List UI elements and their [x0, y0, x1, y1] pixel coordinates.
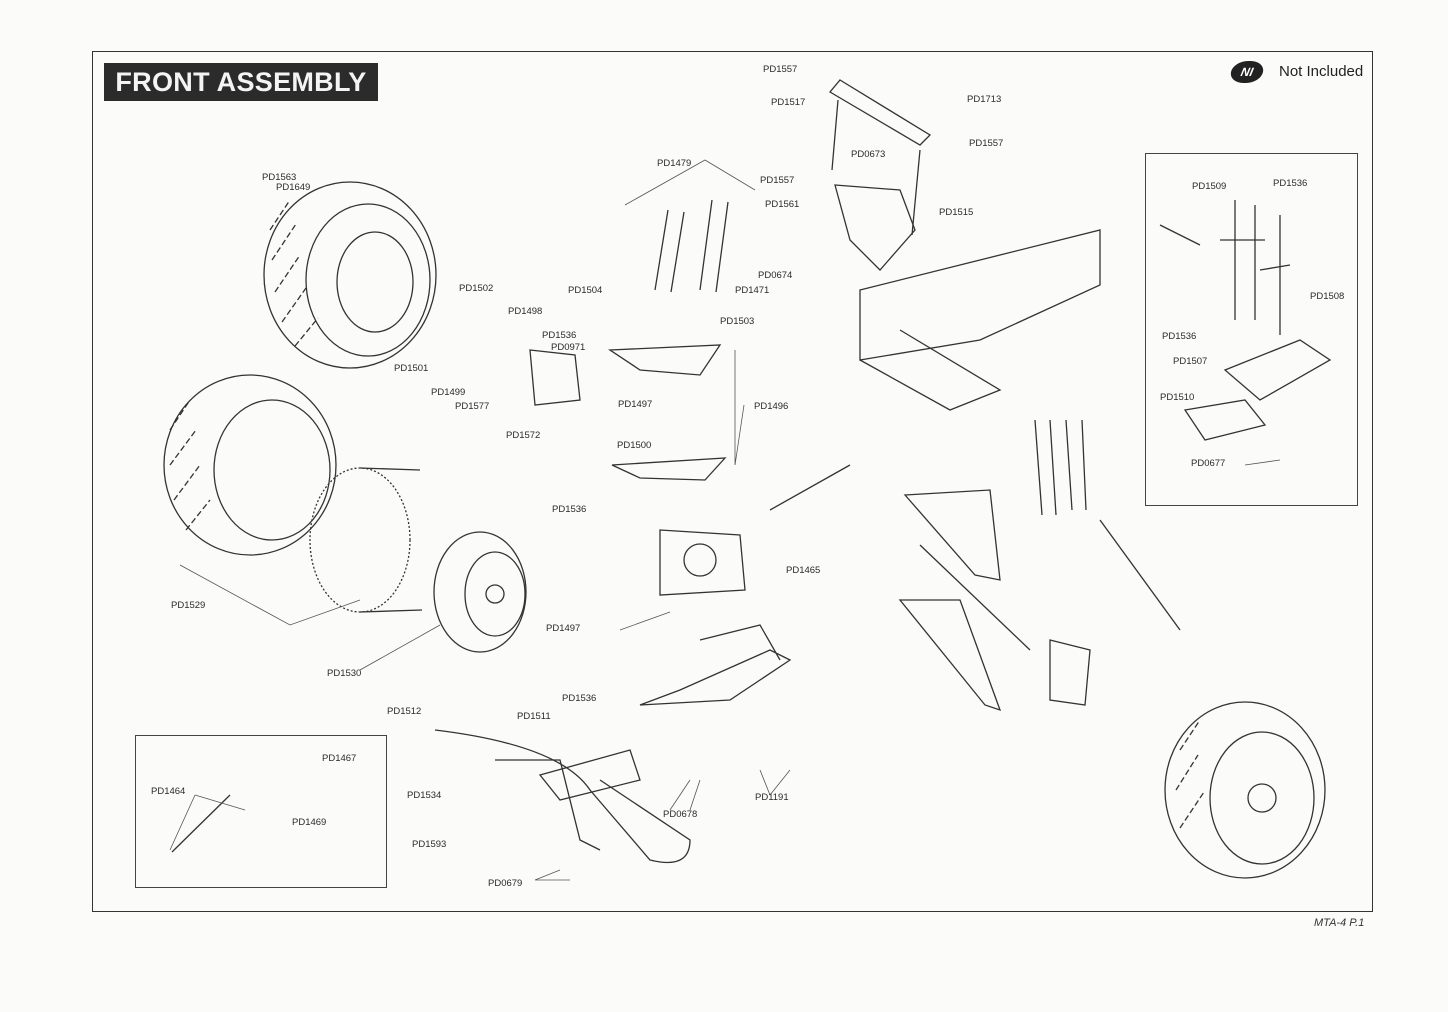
part-label: PD1563: [262, 172, 297, 183]
front-left-tire-icon: [263, 181, 437, 369]
front-right-tire-icon: [1164, 701, 1326, 879]
part-label: PD1561: [765, 199, 800, 210]
part-label: PD1593: [412, 839, 447, 850]
part-label: PD1512: [387, 706, 422, 717]
chassis-plate-icon: [859, 229, 1101, 411]
front-bulkhead-icon: [639, 624, 792, 706]
part-label: PD1464: [151, 786, 186, 797]
part-label: PD1557: [760, 175, 795, 186]
part-label: PD1557: [969, 138, 1004, 149]
part-label: PD1577: [455, 401, 490, 412]
not-included-legend-text: Not Included: [1279, 63, 1364, 80]
part-label: PD1502: [459, 283, 494, 294]
differential-housing-icon: [659, 529, 746, 596]
part-label: PD1517: [771, 97, 806, 108]
front-bumper-icon: [434, 729, 691, 864]
part-label: PD1191: [755, 792, 789, 803]
part-label: PD1499: [431, 387, 466, 398]
part-label: PD1465: [786, 565, 821, 576]
part-label: PD1469: [292, 817, 327, 828]
part-label: PD1503: [720, 316, 755, 327]
chassis-inset-parts-icon: [1159, 200, 1332, 441]
part-label: PD0674: [758, 270, 793, 281]
part-label: PD1497: [618, 399, 653, 410]
part-label: PD0679: [488, 878, 523, 889]
part-label: PD1497: [546, 623, 581, 634]
shock-tower-icon: [829, 79, 932, 271]
part-label: PD1496: [754, 401, 789, 412]
part-label: PD1508: [1310, 291, 1345, 302]
part-label: PD1511: [517, 711, 551, 722]
page-number: MTA-4 P.1: [1314, 917, 1365, 929]
part-label: PD1500: [617, 440, 652, 451]
part-label: PD0673: [851, 149, 886, 160]
part-label: PD1471: [735, 285, 770, 296]
part-label: PD1536: [562, 693, 597, 704]
wheel-rim-icon: [433, 531, 527, 653]
part-label: PD1649: [276, 182, 311, 193]
part-label: PD1507: [1173, 356, 1208, 367]
drive-shaft-icon: [171, 464, 1181, 853]
steering-hub-icon: [529, 349, 1091, 706]
part-label: PD1501: [394, 363, 429, 374]
part-label: PD1713: [967, 94, 1002, 105]
leader-lines: [169, 159, 1281, 881]
drawing-frame: [92, 51, 1373, 912]
part-label: PD1479: [657, 158, 692, 169]
part-label: PD1529: [171, 600, 206, 611]
part-label: PD1510: [1160, 392, 1195, 403]
tire-insert-icon: [309, 467, 423, 613]
suspension-arms-icon: [607, 344, 1002, 712]
part-label: PD1536: [552, 504, 587, 515]
chassis-detail-inset: [1145, 153, 1358, 506]
part-label: PD1536: [1273, 178, 1308, 189]
part-label: PD0678: [663, 809, 698, 820]
part-label: PD1504: [568, 285, 603, 296]
part-label: PD1557: [763, 64, 798, 75]
part-label: PD1467: [322, 753, 357, 764]
part-label: PD1509: [1192, 181, 1227, 192]
rear-left-tire-icon: [163, 374, 337, 556]
part-label: PD1536: [1162, 331, 1197, 342]
part-label: PD0677: [1191, 458, 1226, 469]
part-label: PD1530: [327, 668, 362, 679]
part-label: PD1498: [508, 306, 543, 317]
part-label: PD1534: [407, 790, 442, 801]
part-label: PD1572: [506, 430, 541, 441]
driveshaft-detail-inset: [135, 735, 387, 888]
page-title: FRONT ASSEMBLY: [104, 63, 378, 101]
front-shocks-icon: [654, 199, 1087, 516]
part-label: PD1515: [939, 207, 974, 218]
part-label: PD0971: [551, 342, 586, 353]
part-label: PD1536: [542, 330, 577, 341]
